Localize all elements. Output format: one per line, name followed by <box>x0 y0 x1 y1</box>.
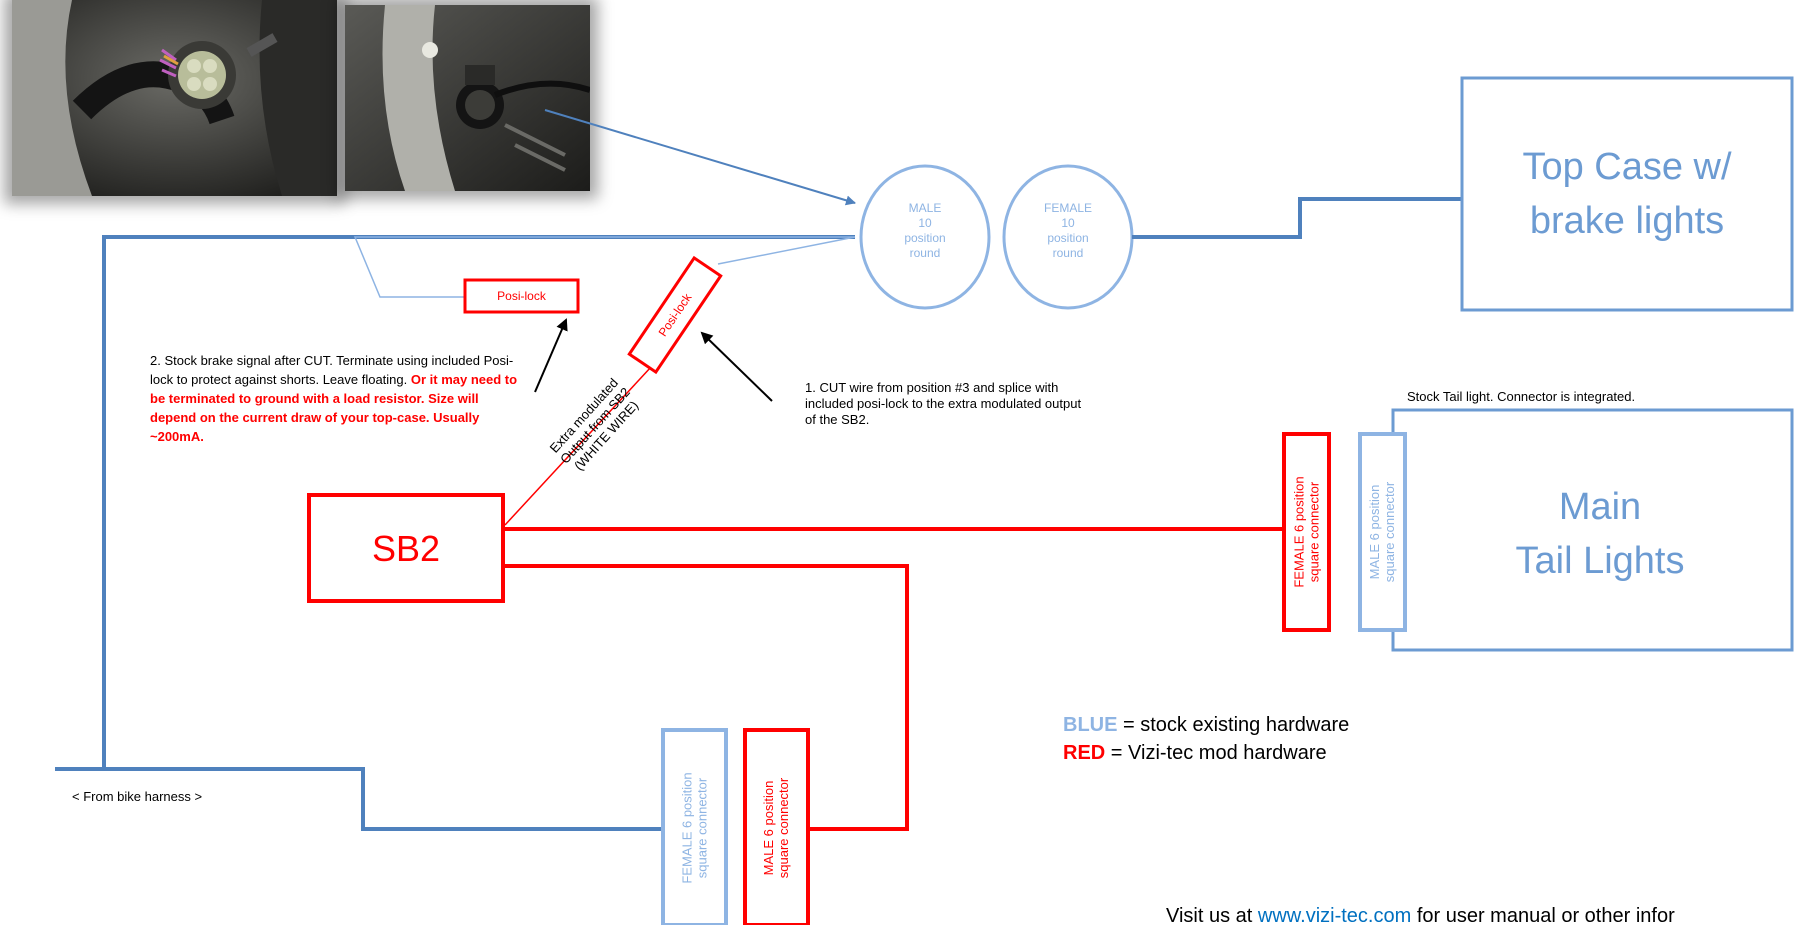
legend: BLUE = stock existing hardware RED = Viz… <box>1063 711 1349 767</box>
legend-blue-word: BLUE <box>1063 714 1118 736</box>
female-6-bottom-connector <box>661 728 728 925</box>
top-case-wire <box>1132 197 1462 239</box>
tail-connector-photo <box>345 5 590 191</box>
step2-warning-text: Or it may need to be terminated to groun… <box>150 372 518 444</box>
female-6-tail-label: FEMALE 6 position square connector <box>1291 476 1322 588</box>
female-6-bottom-label: FEMALE 6 position square connector <box>679 771 710 884</box>
harness-connector-photo <box>12 0 337 196</box>
female-6-tail-connector <box>1282 432 1331 632</box>
sb2-label: SB2 <box>371 528 441 569</box>
footer-prefix: Visit us at <box>1166 905 1258 927</box>
female-round-label: FEMALE 10 position round <box>1043 201 1092 260</box>
posi-lock-horizontal-label: Posi-lock <box>497 289 546 303</box>
photo-pointer-arrow <box>544 109 856 206</box>
male-6-tail-connector <box>1358 432 1407 632</box>
sb2-box <box>307 493 505 603</box>
step1-note: 1. CUT wire from position #3 and splice … <box>805 380 1082 427</box>
footer-suffix: for user manual or other infor <box>1411 905 1675 927</box>
top-case-box <box>1460 76 1794 312</box>
footer: Visit us at www.vizi-tec.com for user ma… <box>1166 904 1795 928</box>
male-round-label: MALE 10 position round <box>904 201 946 260</box>
from-harness-label: < From bike harness > <box>72 789 203 804</box>
posi-lock-horizontal <box>463 278 580 314</box>
male-6-tail-label: MALE 6 position square connector <box>1367 481 1398 583</box>
legend-blue-text: = stock existing hardware <box>1117 714 1350 736</box>
step2-note: 2. Stock brake signal after CUT. Termina… <box>150 351 520 446</box>
harness-to-bottom-connector-wire <box>104 767 672 831</box>
main-tail-lights-box <box>1391 408 1794 652</box>
step2-plain-text: 2. Stock brake signal after CUT. Termina… <box>150 353 514 387</box>
website-link[interactable]: www.vizi-tec.com <box>1257 905 1412 927</box>
male-6-bottom-label: MALE 6 position square connector <box>761 777 792 878</box>
male-round-connector <box>859 164 991 310</box>
stock-brake-signal-wire <box>353 236 855 298</box>
legend-red-row: RED = Vizi-tec mod hardware <box>1063 739 1349 767</box>
step2-pointer-arrow <box>534 318 568 393</box>
extra-output-wire <box>504 366 652 526</box>
stock-tail-label: Stock Tail light. Connector is integrate… <box>1407 389 1636 404</box>
cut-splice-wire <box>717 236 856 265</box>
posi-lock-rotated <box>627 255 723 375</box>
sb2-to-bottom-connector-wire <box>500 564 909 831</box>
legend-blue-row: BLUE = stock existing hardware <box>1063 711 1349 739</box>
male-6-bottom-connector <box>743 728 810 925</box>
top-case-label: Top Case w/ brake lights <box>1522 146 1732 242</box>
legend-red-text: = Vizi-tec mod hardware <box>1105 742 1327 764</box>
legend-red-word: RED <box>1063 742 1106 764</box>
step1-pointer-arrow <box>700 331 773 402</box>
main-tail-lights-label: Main Tail Lights <box>1515 486 1685 582</box>
